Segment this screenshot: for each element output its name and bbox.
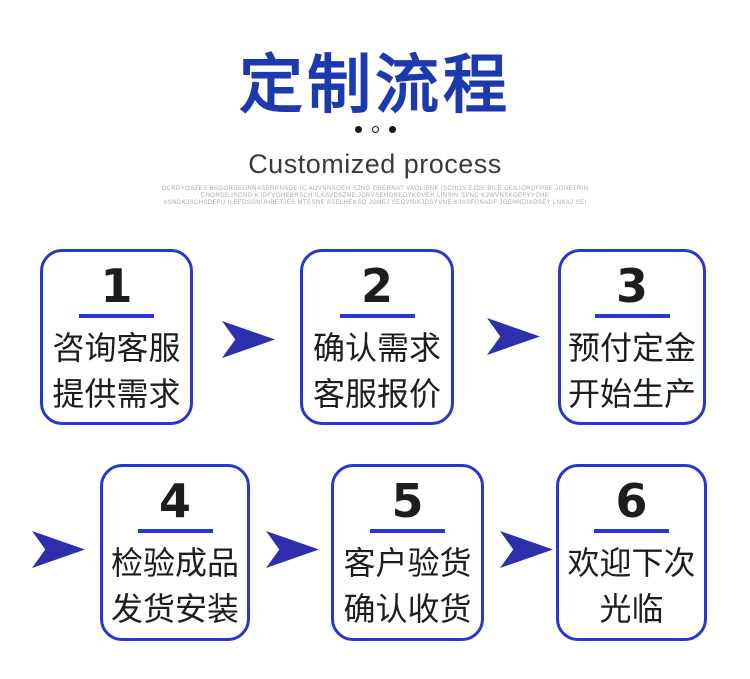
step-number: 4 xyxy=(158,474,191,528)
step-text-line-2: 提供需求 xyxy=(52,375,181,413)
step-number-underline xyxy=(594,314,670,318)
step-number-underline xyxy=(594,529,669,533)
fine-print: OCRDYOSZES BSGORDEGRNASERRNSDE IC AOVNNS… xyxy=(0,186,750,207)
step-number: 1 xyxy=(100,259,133,313)
step-number-underline xyxy=(137,529,213,533)
dot-filled-icon xyxy=(388,126,396,133)
step-text-line-1: 确认需求 xyxy=(312,329,441,367)
page-title: 定制流程 xyxy=(239,49,511,123)
step-text-line-2: 开始生产 xyxy=(567,375,696,413)
fine-print-line: CHORDE ISONG KJDFVGHEBRSCH ILKAVDSZNE JD… xyxy=(200,193,550,199)
step-text-line-1: 欢迎下次 xyxy=(567,544,696,582)
step-number-underline xyxy=(339,314,415,318)
fine-print-line: OCRDYOSZES BSGORDEGRNASERRNSDE IC AOVNNS… xyxy=(161,186,589,192)
step-number: 6 xyxy=(615,474,648,528)
flow-arrow-icon xyxy=(222,321,275,358)
step-text-line-2: 光临 xyxy=(599,590,664,628)
step-text-line-1: 检验成品 xyxy=(110,544,239,582)
fine-print-line: ASNDKJSCHSDEFU ILEFDSGNUHBETJES MTESNE A… xyxy=(163,200,587,206)
title-dots-divider xyxy=(0,126,750,133)
step-card-2: 2 确认需求 客服报价 xyxy=(300,249,454,425)
page-subtitle: Customized process xyxy=(248,149,502,179)
step-number-underline xyxy=(370,529,445,533)
step-card-1: 1 咨询客服 提供需求 xyxy=(40,249,193,425)
dot-filled-icon xyxy=(354,126,362,133)
step-card-5: 5 客户验货 确认收货 xyxy=(331,464,484,641)
step-text-line-1: 预付定金 xyxy=(567,329,696,367)
dot-hollow-icon xyxy=(371,126,379,133)
step-number: 5 xyxy=(391,474,424,528)
step-card-3: 3 预付定金 开始生产 xyxy=(558,249,706,425)
step-text-line-1: 客户验货 xyxy=(343,544,472,582)
step-text-line-1: 咨询客服 xyxy=(52,329,181,367)
step-number: 2 xyxy=(360,259,393,313)
step-number-underline xyxy=(79,314,154,318)
flow-arrow-icon xyxy=(500,531,553,568)
step-text-line-2: 确认收货 xyxy=(343,590,472,628)
flow-arrow-icon xyxy=(32,531,85,568)
step-text-line-2: 发货安装 xyxy=(110,590,239,628)
step-number: 3 xyxy=(615,259,648,313)
step-text-line-2: 客服报价 xyxy=(312,375,441,413)
step-card-6: 6 欢迎下次 光临 xyxy=(556,464,707,641)
step-card-4: 4 检验成品 发货安装 xyxy=(100,464,250,641)
flow-arrow-icon xyxy=(266,531,319,568)
flow-arrow-icon xyxy=(487,318,540,355)
